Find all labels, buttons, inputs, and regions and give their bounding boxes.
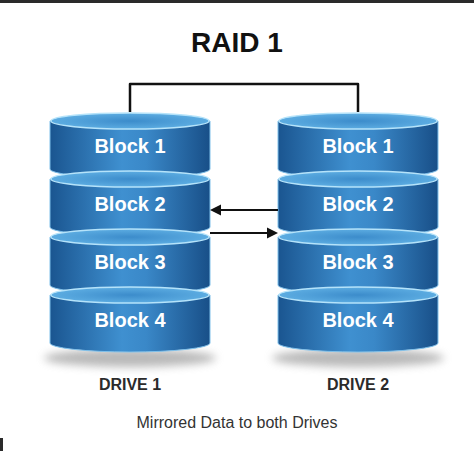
block-label: Block 4: [50, 297, 210, 343]
data-block: Block 1: [50, 112, 210, 178]
mirror-link: [130, 84, 358, 112]
drive-label: DRIVE 1: [30, 376, 230, 394]
arrow-head: [210, 205, 221, 216]
segment-top: [279, 171, 437, 187]
frame-edge: [0, 0, 474, 3]
block-label: Block 4: [278, 297, 438, 343]
data-block: Block 4: [278, 286, 438, 352]
arrow-head: [267, 228, 278, 239]
data-block: Block 4: [50, 286, 210, 352]
data-block: Block 2: [50, 170, 210, 236]
drive-label: DRIVE 2: [258, 376, 458, 394]
data-block: Block 2: [278, 170, 438, 236]
segment-top: [279, 229, 437, 245]
data-block: Block 3: [278, 228, 438, 294]
data-block: Block 3: [50, 228, 210, 294]
block-label: Block 3: [50, 239, 210, 285]
diagram-caption: Mirrored Data to both Drives: [0, 414, 474, 432]
diagram-title: RAID 1: [0, 27, 474, 59]
data-block: Block 1: [278, 112, 438, 178]
disk-drive: DRIVE 2Block 1Block 2Block 3Block 4: [278, 112, 438, 360]
segment-top: [279, 287, 437, 303]
block-label: Block 3: [278, 239, 438, 285]
segment-top: [51, 229, 209, 245]
segment-top: [279, 113, 437, 129]
disk-drive: DRIVE 1Block 1Block 2Block 3Block 4: [50, 112, 210, 360]
block-label: Block 2: [278, 181, 438, 227]
block-label: Block 2: [50, 181, 210, 227]
block-label: Block 1: [50, 123, 210, 169]
segment-top: [51, 113, 209, 129]
sync-arrow: [210, 232, 269, 234]
sync-arrow: [219, 209, 278, 211]
block-label: Block 1: [278, 123, 438, 169]
segment-top: [51, 287, 209, 303]
frame-edge: [0, 438, 3, 451]
segment-top: [51, 171, 209, 187]
